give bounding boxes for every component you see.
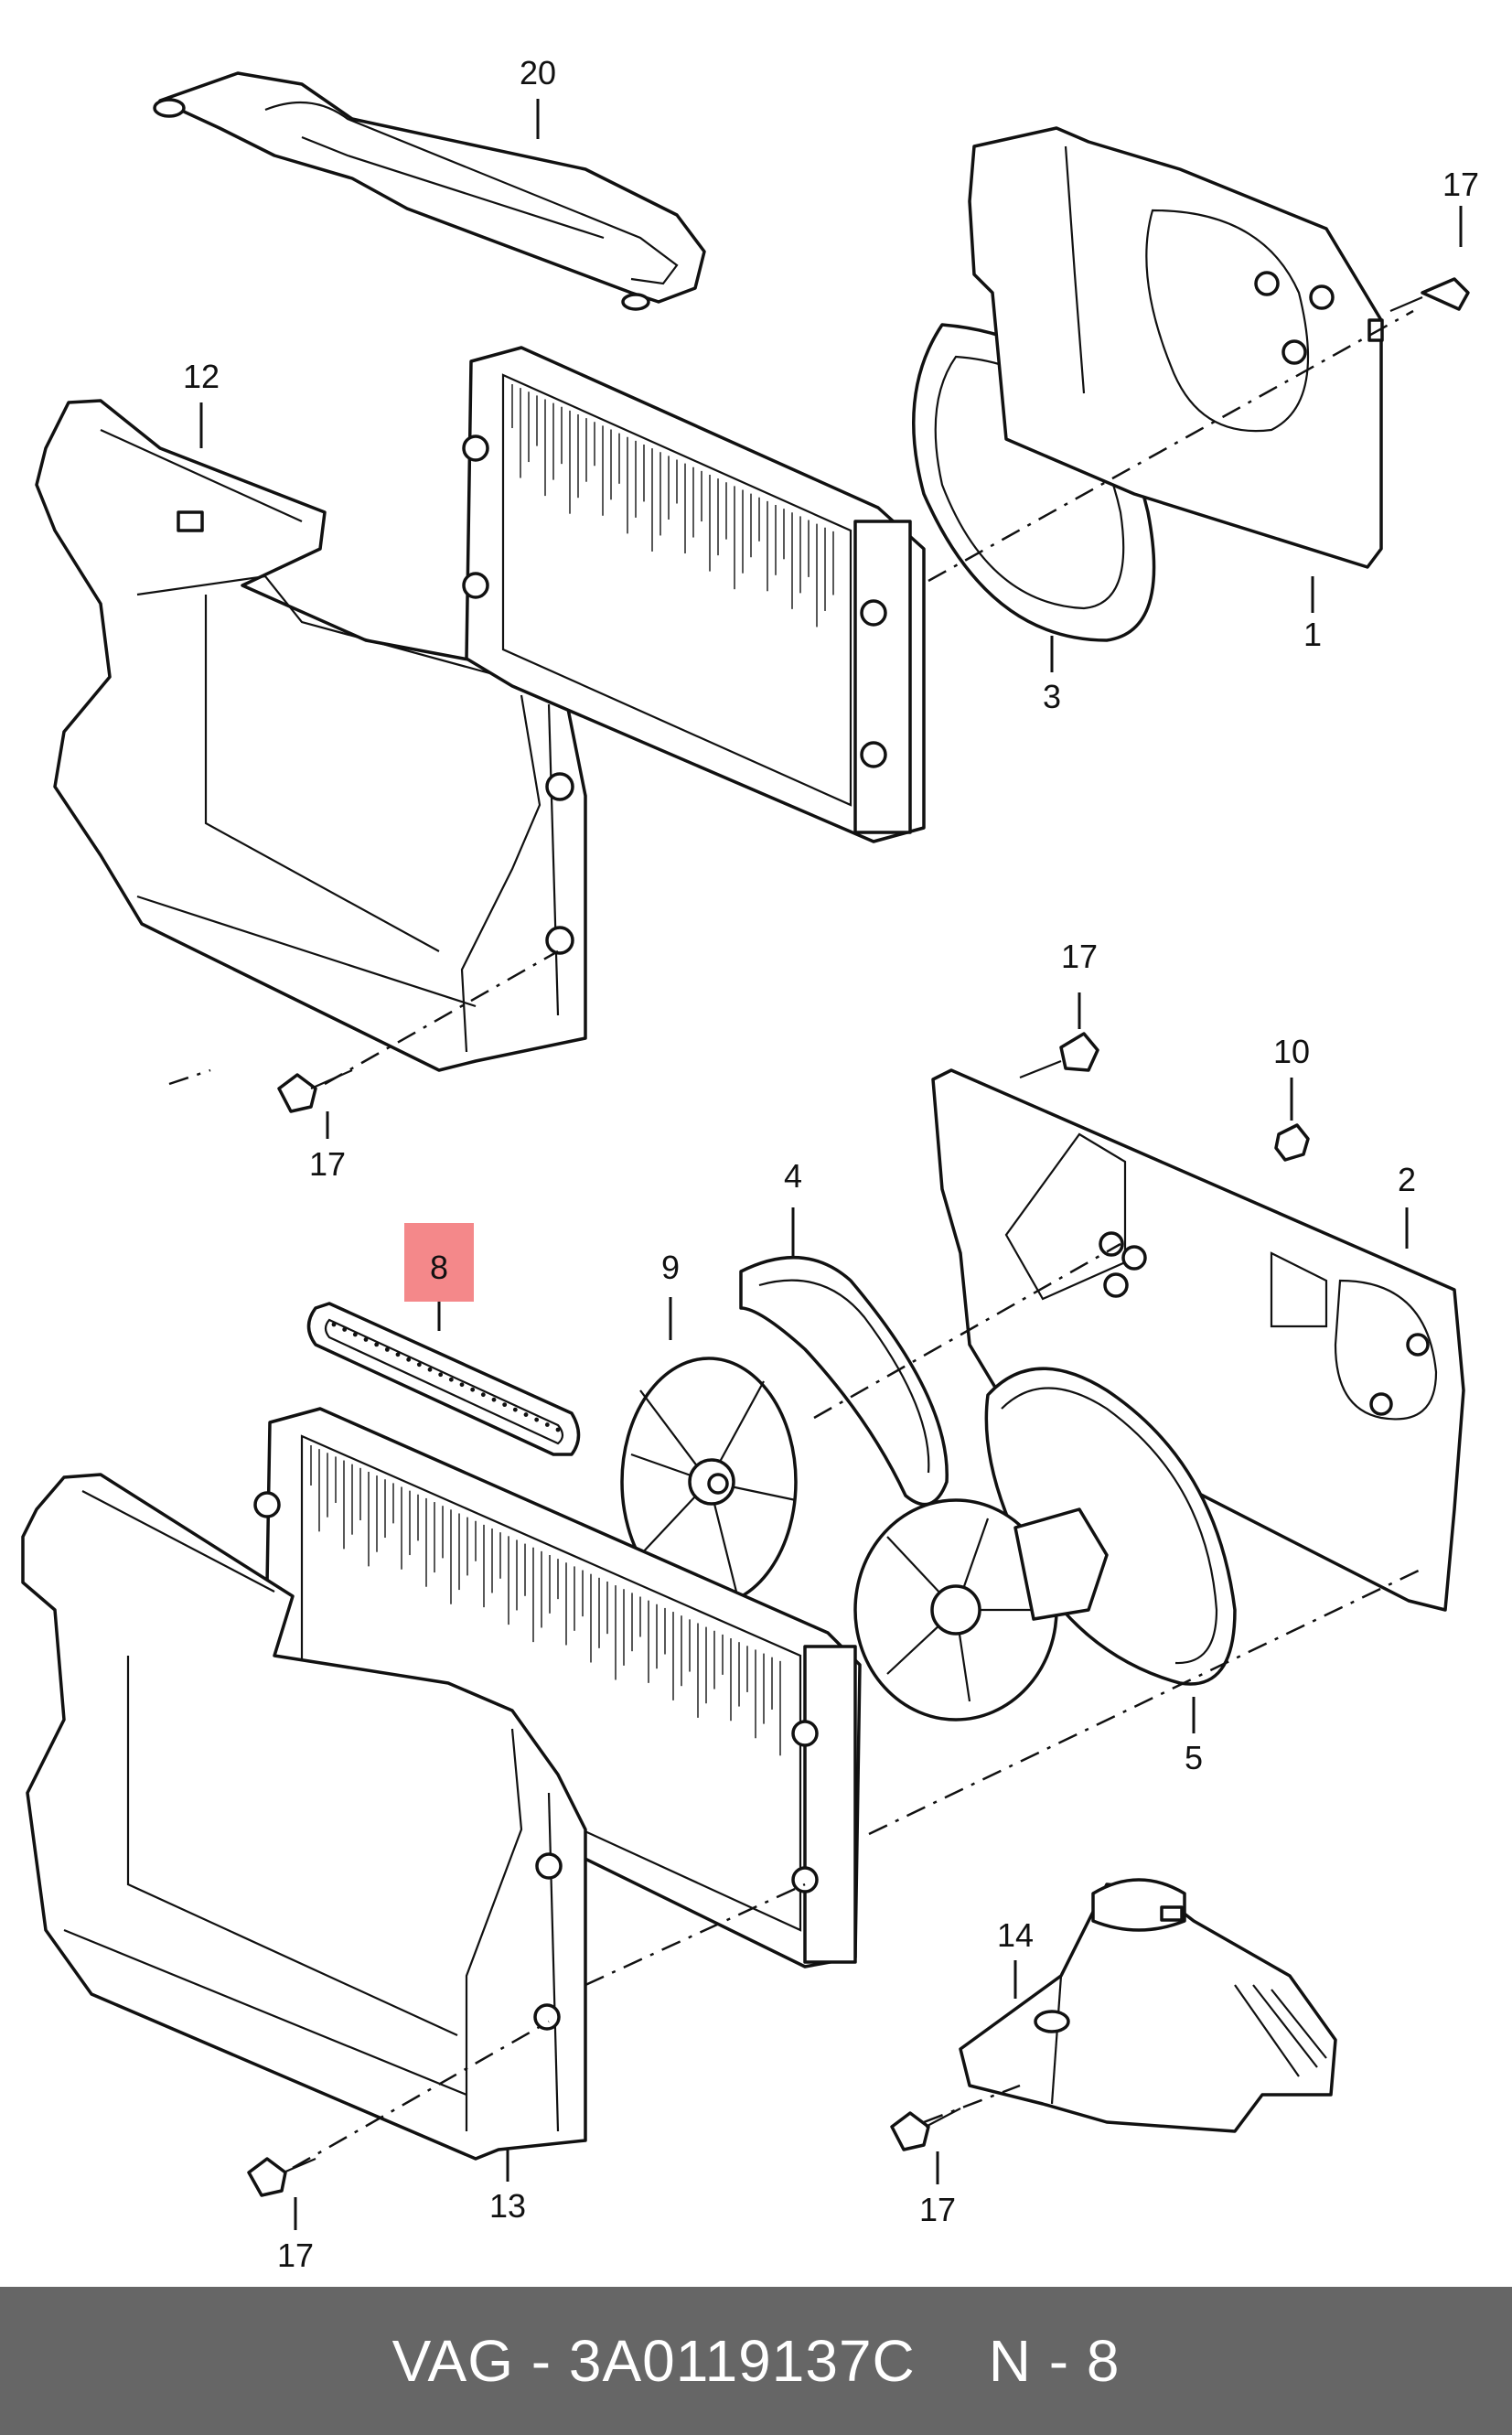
part-12-air-guide bbox=[35, 399, 587, 1072]
callout-17-lower-right: 17 bbox=[919, 2191, 956, 2228]
callout-8-highlight bbox=[404, 1223, 474, 1302]
callout-12: 12 bbox=[183, 358, 220, 395]
callouts: 20 17 12 1 3 17 17 10 4 2 8 9 bbox=[183, 54, 1479, 2274]
part-10-nut bbox=[1274, 1123, 1310, 1162]
part-2-fan-frame bbox=[931, 1068, 1465, 1612]
bolt-17-lower-right bbox=[890, 2108, 961, 2151]
callout-10: 10 bbox=[1273, 1033, 1310, 1070]
callout-3: 3 bbox=[1043, 678, 1061, 715]
part-1-fan-shroud bbox=[968, 126, 1384, 569]
callout-5: 5 bbox=[1185, 1739, 1203, 1776]
callout-17-upper-left: 17 bbox=[309, 1145, 346, 1183]
callout-20: 20 bbox=[520, 54, 556, 91]
bolt-17-upper-right bbox=[1389, 277, 1470, 313]
part-info-footer: VAG - 3A0119137C N - 8 bbox=[0, 2287, 1512, 2435]
part-13-air-guide bbox=[21, 1473, 587, 2161]
bolt-17-lower-left bbox=[247, 2157, 316, 2197]
diagram-position: N - 8 bbox=[988, 2328, 1121, 2394]
upper-radiator bbox=[462, 346, 926, 843]
fan-wheel-with-motor bbox=[853, 1498, 1109, 1722]
part-8-seal-strip bbox=[306, 1302, 581, 1456]
part-number: VAG - 3A0119137C bbox=[391, 2328, 916, 2394]
part-14-expansion-tank bbox=[959, 1878, 1337, 2133]
callout-4: 4 bbox=[784, 1157, 802, 1195]
callout-17-mid: 17 bbox=[1061, 938, 1098, 975]
callout-8: 8 bbox=[430, 1249, 448, 1286]
callout-13: 13 bbox=[489, 2187, 526, 2225]
callout-17-top-right: 17 bbox=[1442, 166, 1479, 203]
callout-1: 1 bbox=[1303, 616, 1322, 653]
lower-radiator bbox=[253, 1407, 862, 1968]
part-20-air-duct bbox=[153, 71, 706, 311]
bolt-17-upper-left bbox=[277, 1068, 353, 1113]
callout-14: 14 bbox=[997, 1916, 1034, 1954]
callout-9: 9 bbox=[661, 1249, 680, 1286]
parts-diagram: 20 17 12 1 3 17 17 10 4 2 8 9 bbox=[21, 54, 1479, 2274]
callout-17-lower-left: 17 bbox=[277, 2237, 314, 2274]
part-4-fan-ring bbox=[739, 1255, 949, 1507]
bolt-17-mid bbox=[1019, 1032, 1099, 1079]
callout-2: 2 bbox=[1398, 1161, 1416, 1198]
